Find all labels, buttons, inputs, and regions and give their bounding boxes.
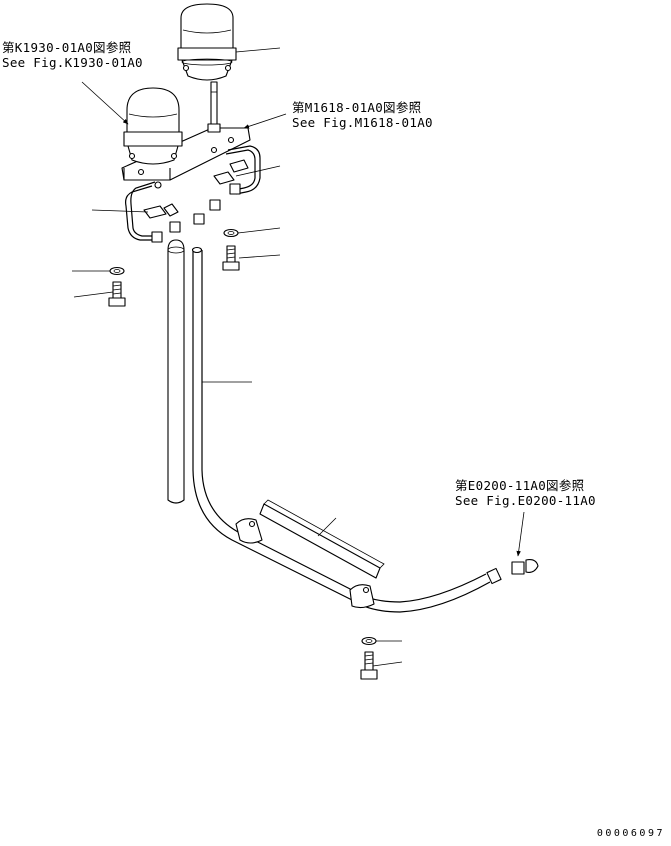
reference-m1618-en: See Fig.M1618-01A0	[292, 115, 433, 130]
reference-k1930: 第K1930-01A0図参照 See Fig.K1930-01A0	[2, 40, 143, 70]
leader-lines	[72, 47, 525, 667]
document-number: 00006097	[596, 828, 665, 839]
reference-k1930-jp: 第K1930-01A0図参照	[2, 40, 132, 55]
connector-left-2	[169, 221, 181, 233]
wiring-harness-left	[125, 181, 221, 243]
washer-bolt-right	[222, 228, 240, 271]
connector-left-4	[209, 199, 221, 211]
upper-lamp-pole	[210, 81, 218, 131]
washer-bolt-left	[108, 266, 126, 307]
beacon-lamp-lower	[123, 87, 183, 165]
connector-left-1	[151, 231, 163, 243]
reference-e0200-en: See Fig.E0200-11A0	[455, 493, 596, 508]
vertical-stay	[167, 239, 185, 504]
connector-left-3	[193, 213, 205, 225]
clamp-plate	[235, 499, 385, 609]
mounting-bracket	[121, 123, 251, 189]
reference-m1618: 第M1618-01A0図参照 See Fig.M1618-01A0	[292, 100, 433, 130]
reference-e0200-jp: 第E0200-11A0図参照	[455, 478, 585, 493]
washer-bolt-bottom	[360, 636, 378, 680]
reference-m1618-jp: 第M1618-01A0図参照	[292, 100, 422, 115]
reference-k1930-en: See Fig.K1930-01A0	[2, 55, 143, 70]
reference-e0200: 第E0200-11A0図参照 See Fig.E0200-11A0	[455, 478, 596, 508]
connector-right-1	[229, 183, 241, 195]
end-connector	[511, 559, 539, 575]
wiring-harness-right	[213, 145, 261, 195]
beacon-lamp-upper	[177, 3, 237, 81]
